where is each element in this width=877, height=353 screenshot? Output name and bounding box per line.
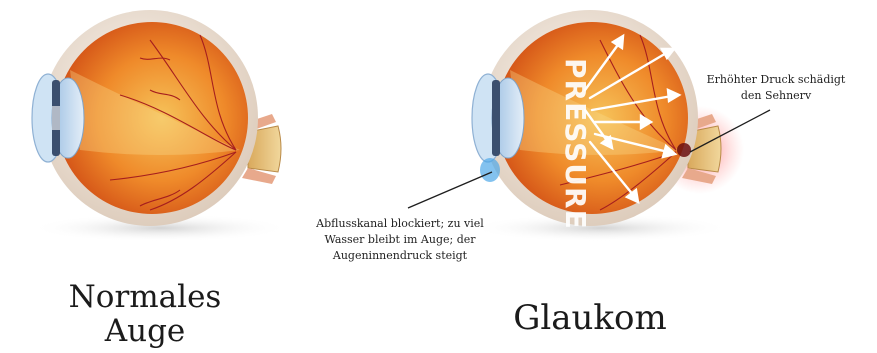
drain-annotation-line: Wasser bleibt im Auge; der xyxy=(300,232,500,248)
pressure-word: PRESSURE xyxy=(559,58,592,230)
optic-disc-damage xyxy=(677,143,691,157)
blocked-drainage-highlight xyxy=(480,158,500,182)
glaucoma-eye: PRESSURE xyxy=(470,10,744,242)
normal-eye-title-line: Normales xyxy=(60,280,230,314)
nerve-damage-annotation: Erhöhter Druck schädigt den Sehnerv xyxy=(676,72,876,104)
nerve-annotation-line: Erhöhter Druck schädigt xyxy=(676,72,876,88)
drain-annotation-line: Augeninnendruck steigt xyxy=(300,248,500,264)
drain-annotation-line: Abflusskanal blockiert; zu viel xyxy=(300,216,500,232)
nerve-annotation-line: den Sehnerv xyxy=(676,88,876,104)
drainage-blocked-annotation: Abflusskanal blockiert; zu viel Wasser b… xyxy=(300,216,500,264)
drain-annotation-leader xyxy=(408,172,492,208)
normal-eye-title: Normales Auge xyxy=(60,280,230,348)
glaucoma-iris xyxy=(492,80,500,156)
normal-eye-title-line: Auge xyxy=(60,314,230,348)
normal-eye xyxy=(30,10,290,242)
glaucoma-title: Glaukom xyxy=(500,300,680,337)
normal-pupil xyxy=(52,106,60,130)
